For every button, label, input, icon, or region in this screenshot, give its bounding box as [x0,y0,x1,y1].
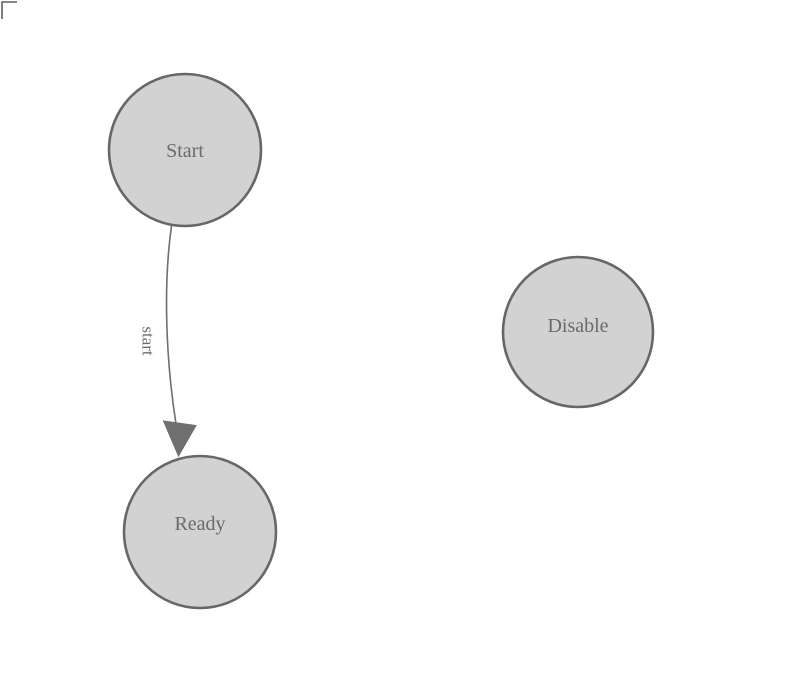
edge-label-start: start [139,326,158,356]
node-ready-label: Ready [174,513,225,535]
node-start-circle[interactable] [107,72,263,228]
node-disable-circle[interactable] [501,255,655,409]
arrowhead-icon [162,420,197,458]
canvas-corner-marker-icon [1,1,17,19]
node-ready-circle[interactable] [122,454,278,610]
node-start-label: Start [166,140,204,162]
node-disable-label: Disable [547,315,608,337]
edge-start-to-ready[interactable]: start [139,225,197,458]
node-disable[interactable]: Disable [501,255,655,409]
edge-line [165,225,177,425]
node-start[interactable]: Start [107,72,263,228]
node-ready[interactable]: Ready [122,454,278,610]
